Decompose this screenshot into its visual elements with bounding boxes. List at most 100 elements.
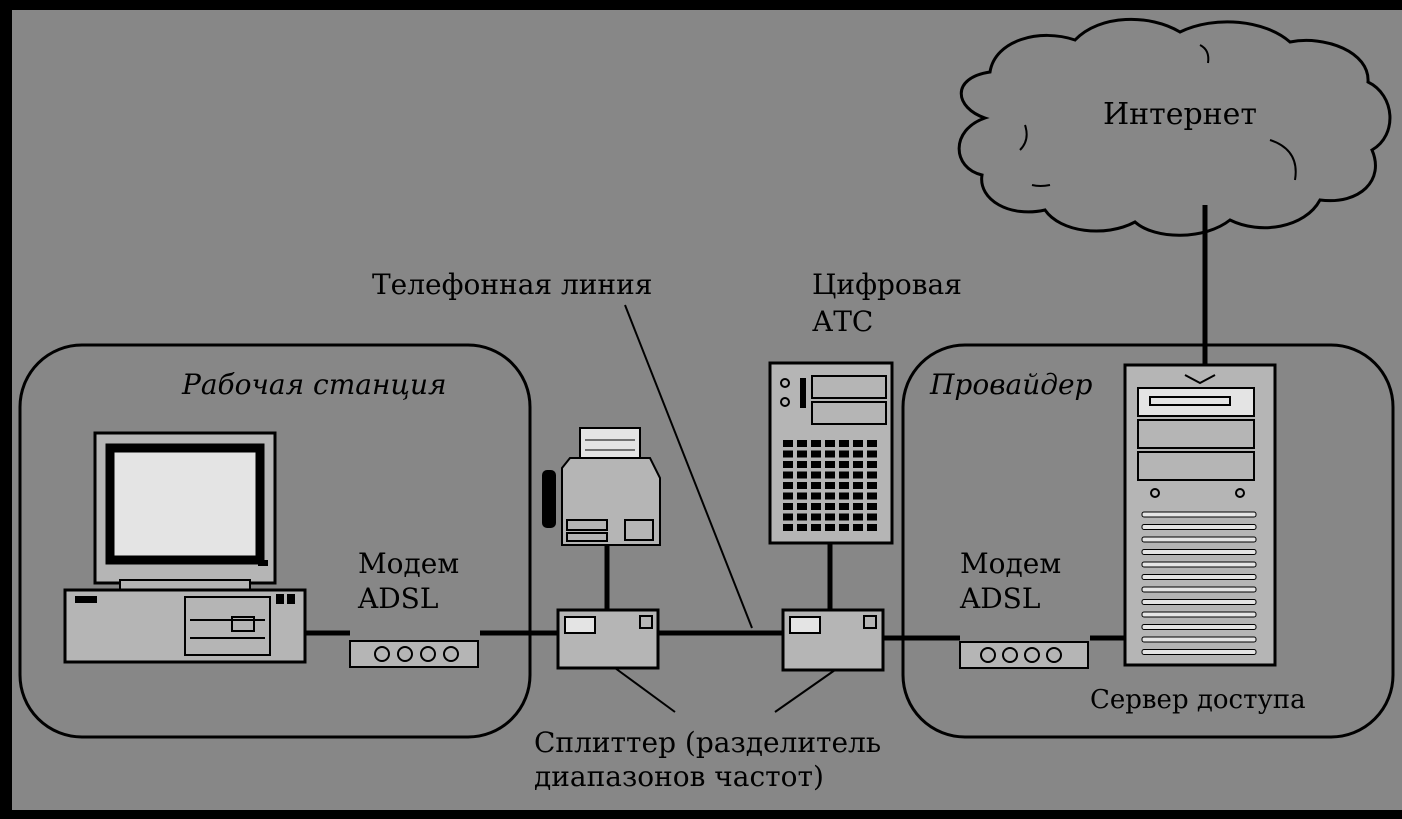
server-vent bbox=[1141, 511, 1257, 518]
splitter-icon bbox=[556, 608, 660, 670]
pbx-key bbox=[825, 503, 835, 510]
pbx-key bbox=[839, 524, 849, 531]
pbx-key bbox=[811, 471, 821, 479]
pbx-key bbox=[783, 471, 793, 479]
pbx-key bbox=[853, 513, 863, 521]
pbx-key bbox=[839, 440, 849, 447]
workstation-label: Рабочая станция bbox=[181, 368, 447, 401]
pbx-key bbox=[797, 524, 807, 531]
pbx-key bbox=[797, 471, 807, 479]
modem-icon bbox=[959, 641, 1089, 669]
fax-icon bbox=[542, 427, 661, 546]
pbx-key bbox=[867, 524, 877, 531]
pbx-key bbox=[797, 482, 807, 489]
pbx-key bbox=[811, 482, 821, 489]
pbx-key bbox=[867, 482, 877, 489]
server-vent bbox=[1141, 561, 1257, 568]
pbx-key bbox=[783, 524, 793, 531]
pbx-key bbox=[853, 503, 863, 510]
modem-left-label-2: ADSL bbox=[357, 582, 438, 615]
pbx-key bbox=[867, 450, 877, 458]
pbx-key bbox=[783, 492, 793, 500]
provider-label: Провайдер bbox=[929, 368, 1093, 401]
pbx-key bbox=[811, 440, 821, 447]
workstation-enclosure bbox=[18, 343, 532, 739]
pbx-key bbox=[825, 450, 835, 458]
splitter-label-1: Сплиттер (разделитель bbox=[534, 726, 881, 759]
pbx-keypad bbox=[783, 440, 877, 531]
pbx-key bbox=[825, 440, 835, 447]
pbx-key bbox=[853, 492, 863, 500]
pbx-key bbox=[783, 450, 793, 458]
server-vent bbox=[1141, 624, 1257, 630]
pbx-key bbox=[853, 450, 863, 458]
internet-label: Интернет bbox=[1103, 97, 1257, 132]
server-vent bbox=[1141, 649, 1257, 655]
pbx-key bbox=[839, 471, 849, 479]
server-icon bbox=[1123, 363, 1277, 667]
pbx-key bbox=[825, 482, 835, 489]
splitter-leader-left bbox=[614, 667, 676, 713]
server-vent bbox=[1141, 524, 1257, 530]
pbx-key bbox=[853, 461, 863, 468]
digital-pbx-label-1: Цифровая bbox=[812, 268, 962, 301]
access-server-label: Сервер доступа bbox=[1090, 685, 1306, 715]
pbx-key bbox=[797, 440, 807, 447]
pbx-key bbox=[783, 440, 793, 447]
pbx-key bbox=[797, 513, 807, 521]
pbx-key bbox=[853, 482, 863, 489]
pbx-key bbox=[867, 471, 877, 479]
pbx-key bbox=[825, 471, 835, 479]
digital-pbx-label-2: АТС bbox=[812, 305, 873, 338]
modem-right-label-1: Модем bbox=[960, 547, 1061, 580]
pbx-key bbox=[839, 450, 849, 458]
pbx-key bbox=[811, 503, 821, 510]
pbx-key bbox=[839, 503, 849, 510]
pbx-key bbox=[811, 524, 821, 531]
pbx-key bbox=[783, 461, 793, 468]
pbx-key bbox=[797, 492, 807, 500]
pbx-icon bbox=[768, 361, 894, 545]
pbx-key bbox=[783, 503, 793, 510]
cloud-icon bbox=[957, 17, 1392, 237]
modem-right-label-2: ADSL bbox=[959, 582, 1040, 615]
pbx-key bbox=[867, 440, 877, 447]
splitter-leader-right bbox=[774, 669, 836, 713]
pbx-key bbox=[853, 440, 863, 447]
phone-line-label: Телефонная линия bbox=[372, 268, 652, 301]
server-vent bbox=[1141, 586, 1257, 593]
server-vent bbox=[1141, 599, 1257, 605]
pbx-key bbox=[839, 482, 849, 489]
pbx-key bbox=[825, 513, 835, 521]
pbx-key bbox=[839, 461, 849, 468]
server-vent bbox=[1141, 536, 1257, 543]
pbx-key bbox=[839, 492, 849, 500]
pbx-key bbox=[867, 492, 877, 500]
server-vent bbox=[1141, 636, 1257, 643]
modem-left-label-1: Модем bbox=[358, 547, 459, 580]
server-vent bbox=[1141, 574, 1257, 580]
pbx-key bbox=[825, 524, 835, 531]
pbx-key bbox=[867, 461, 877, 468]
pbx-key bbox=[797, 450, 807, 458]
pbx-key bbox=[811, 492, 821, 500]
pbx-key bbox=[867, 513, 877, 521]
pbx-key bbox=[825, 492, 835, 500]
splitter-label-2: диапазонов частот) bbox=[534, 760, 824, 793]
splitter-icon bbox=[781, 608, 885, 672]
phone-line-leader bbox=[624, 304, 753, 629]
computer-icon bbox=[63, 431, 307, 664]
pbx-key bbox=[853, 524, 863, 531]
provider-enclosure bbox=[901, 343, 1395, 739]
server-vents bbox=[1141, 511, 1257, 655]
server-vent bbox=[1141, 611, 1257, 618]
pbx-key bbox=[797, 461, 807, 468]
pbx-key bbox=[783, 513, 793, 521]
server-vent bbox=[1141, 549, 1257, 555]
pbx-key bbox=[811, 513, 821, 521]
pbx-key bbox=[867, 503, 877, 510]
pbx-key bbox=[797, 503, 807, 510]
pbx-key bbox=[825, 461, 835, 468]
